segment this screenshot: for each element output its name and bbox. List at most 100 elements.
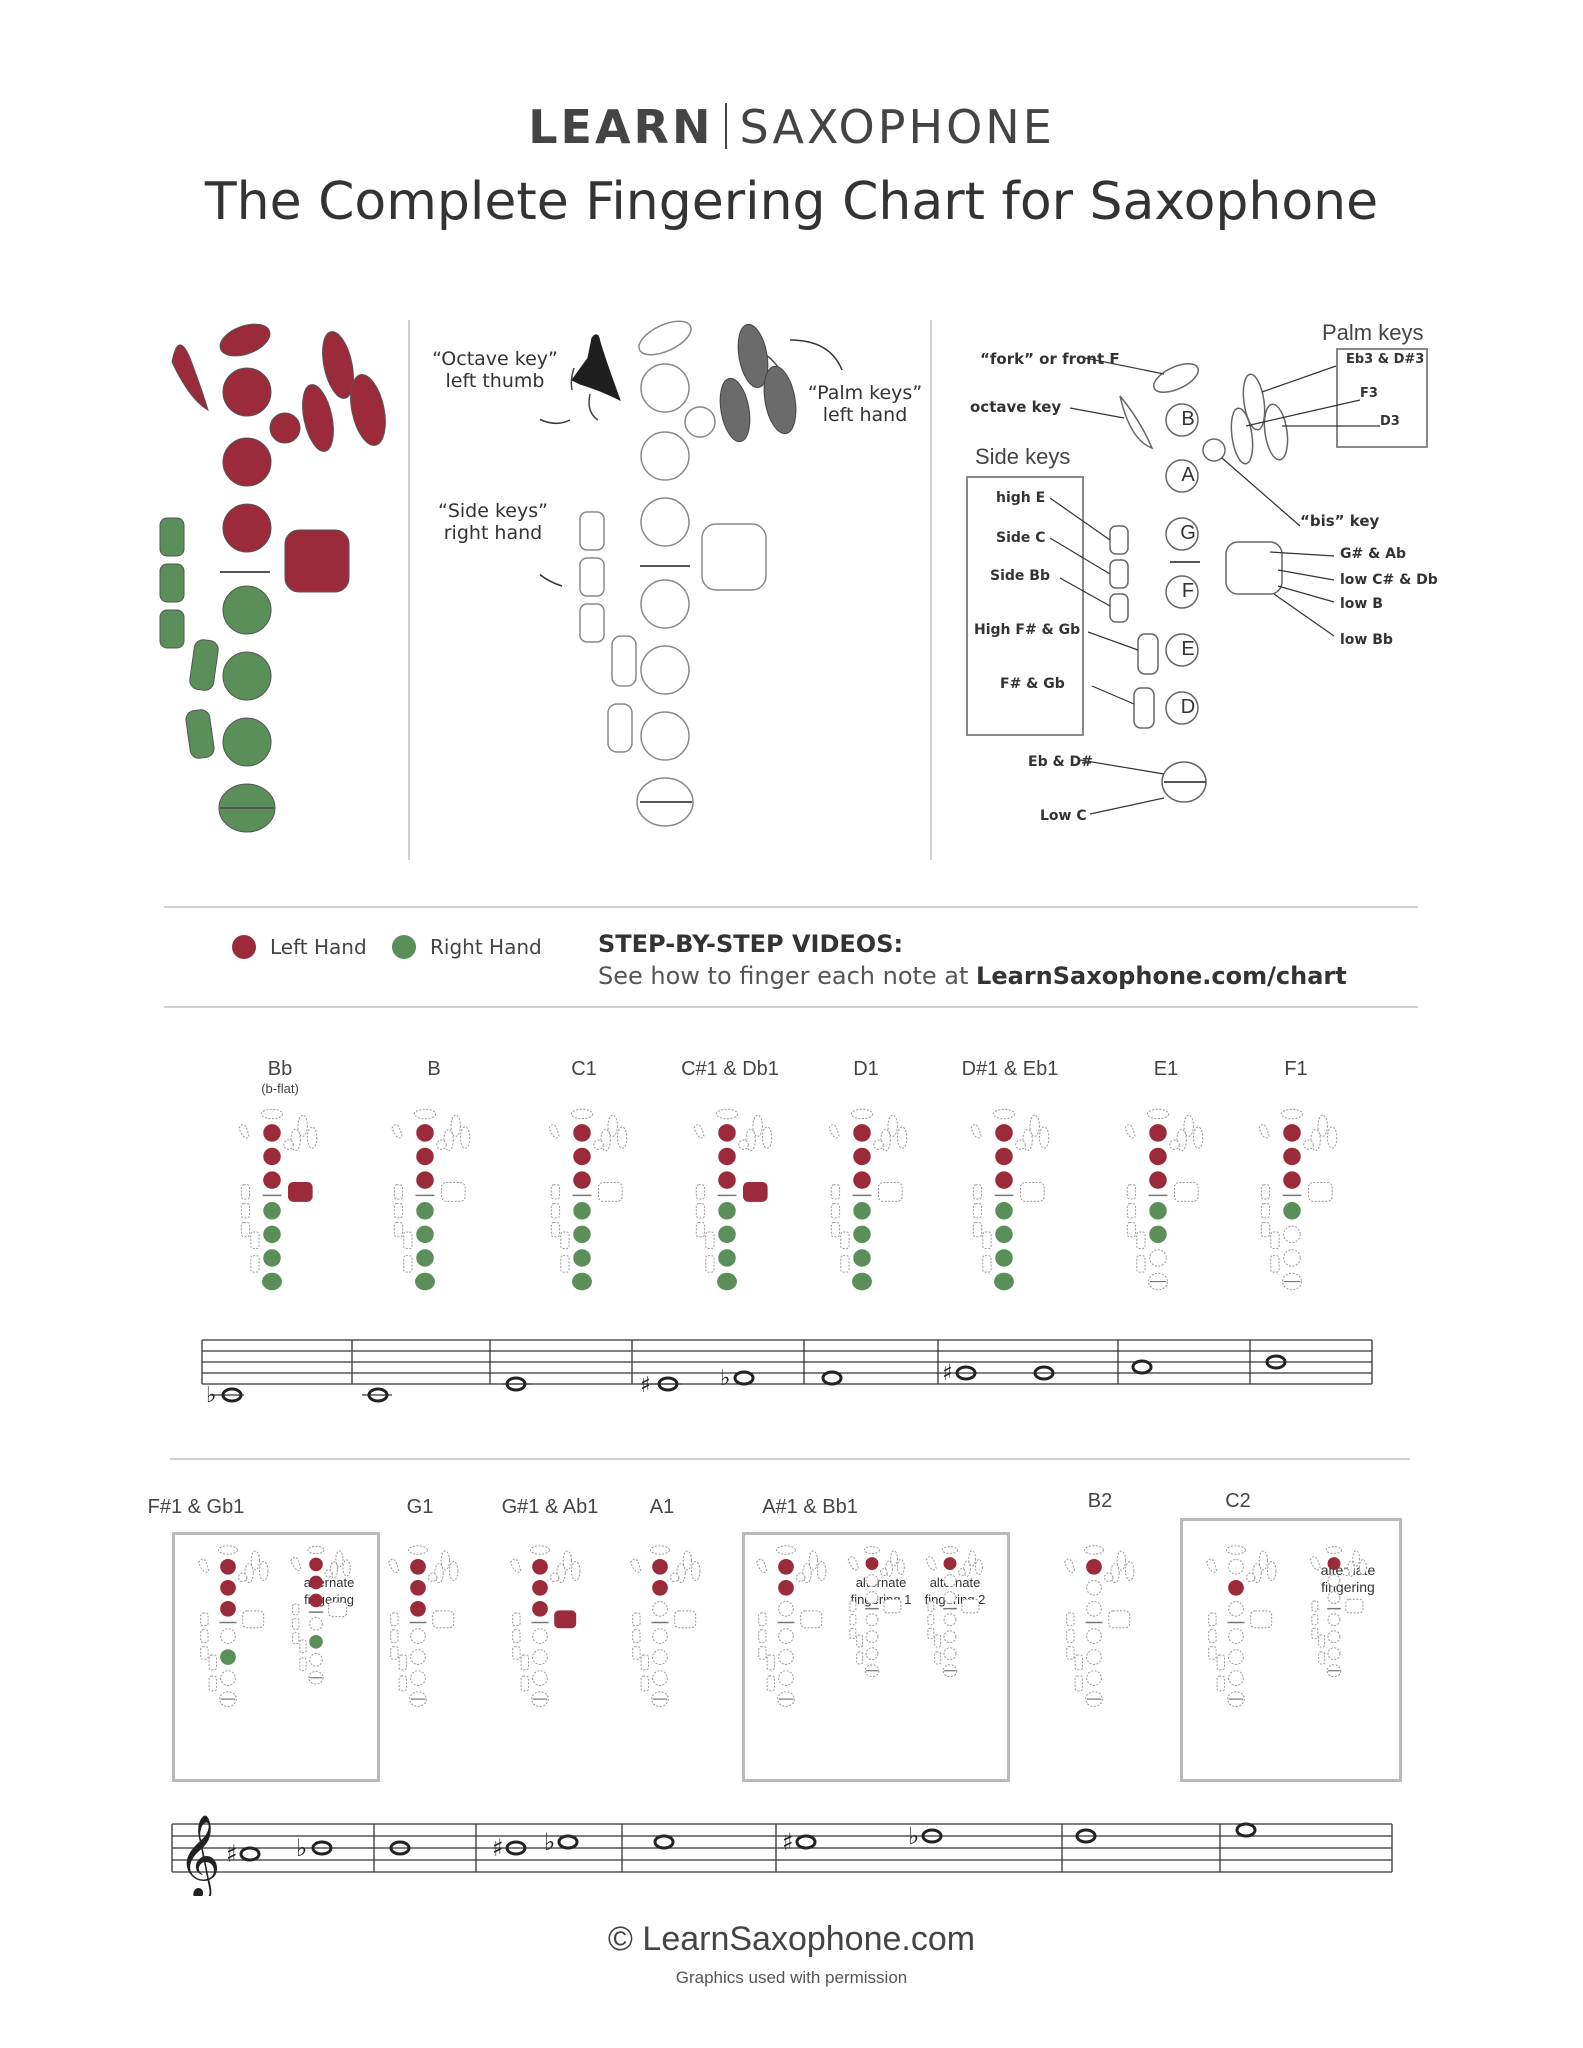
fingering-diagram <box>388 1545 459 1707</box>
octave-key-label: “Octave key” left thumb <box>420 348 570 392</box>
palm-key-shape <box>302 384 334 452</box>
key-b-shape <box>640 363 690 413</box>
videos-link[interactable]: LearnSaxophone.com/chart <box>976 962 1347 990</box>
side-keys-label-text: “Side keys” <box>438 500 548 522</box>
fingering-diagram <box>1206 1545 1277 1707</box>
fingering-diagram <box>847 1546 905 1678</box>
videos-text-lead: See how to finger each note at <box>598 962 977 990</box>
legend-left-hand-label: Left Hand <box>270 935 367 959</box>
fingering-diagram <box>290 1545 351 1685</box>
side-key-shape <box>159 609 185 649</box>
videos-text: See how to finger each note at LearnSaxo… <box>598 962 1347 990</box>
side-key-shape <box>159 517 185 557</box>
label-fork: “fork” or front F <box>980 350 1120 368</box>
key-a-shape <box>1165 459 1199 493</box>
label-high-e: high E <box>996 490 1046 506</box>
right-hand-dot <box>392 935 416 959</box>
palm-key-highlight-shape <box>719 377 751 443</box>
label-f3: F3 <box>1360 386 1378 401</box>
svg-text:♯: ♯ <box>226 1840 238 1868</box>
svg-text:♭: ♭ <box>206 1383 216 1408</box>
note-name-c2: C2 <box>1225 1490 1251 1512</box>
key-letter-b: B <box>1181 408 1195 430</box>
octave-key-label-sub: left thumb <box>445 370 545 392</box>
brand-right: SAXOPHONE <box>739 100 1055 154</box>
key-a-shape <box>222 437 272 487</box>
palm-key-shape <box>1230 407 1254 465</box>
key-f-shape <box>1165 575 1199 609</box>
page-title: The Complete Fingering Chart for Saxopho… <box>204 172 1379 232</box>
diagram-left-colored <box>159 323 386 833</box>
row1-fingerings <box>238 1108 1338 1291</box>
row1-staff: ♭♯♭♯ <box>201 1339 1373 1408</box>
key-a-shape <box>640 431 690 481</box>
note-name-b: B <box>427 1058 441 1080</box>
fingering-diagram <box>1258 1108 1338 1291</box>
high-fs-key-shape <box>611 635 637 687</box>
fingering-diagram <box>510 1545 581 1707</box>
svg-text:♯: ♯ <box>492 1834 504 1862</box>
fingering-diagram <box>548 1108 628 1291</box>
label-eb3: Eb3 & D#3 <box>1346 352 1425 367</box>
svg-text:♭: ♭ <box>544 1828 555 1856</box>
palm-keys-label-sub: left hand <box>822 404 908 426</box>
note-name-gs1: G#1 & Ab1 <box>501 1496 599 1518</box>
octave-key-shape <box>171 344 209 412</box>
palm-key-highlight-shape <box>763 365 797 435</box>
note-name-ds1: D#1 & Eb1 <box>961 1058 1059 1080</box>
permission-note: Graphics used with permission <box>675 1968 908 1987</box>
note-name: Bb <box>267 1058 293 1080</box>
svg-text:♯: ♯ <box>942 1361 953 1386</box>
low-keys-cluster-shape <box>701 523 767 591</box>
key-letter-g: G <box>1180 522 1196 544</box>
side-keys-heading: Side keys <box>975 444 1071 469</box>
divider <box>164 906 1418 908</box>
key-d-shape <box>1165 691 1199 725</box>
note-name-a1: A1 <box>649 1496 675 1518</box>
note-name-bb: Bb(b-flat) <box>210 1058 350 1096</box>
note-subname: (b-flat) <box>261 1081 299 1096</box>
low-keys-cluster-shape <box>284 529 350 593</box>
key-g-shape <box>1165 517 1199 551</box>
fingering-diagram <box>828 1108 908 1291</box>
label-low-bb: low Bb <box>1340 632 1393 648</box>
label-d3: D3 <box>1380 414 1400 429</box>
brand-left: LEARN <box>528 100 714 154</box>
bis-key-shape <box>1202 438 1226 462</box>
alt-box-as1 <box>742 1532 1010 1782</box>
high-e-key-shape <box>1109 525 1129 555</box>
key-letter-e: E <box>1181 638 1195 660</box>
note-name-g1: G1 <box>406 1496 434 1518</box>
key-e-shape <box>640 645 690 695</box>
label-high-fs: High F# & Gb <box>974 622 1081 638</box>
key-d-shape <box>222 717 272 767</box>
key-letter-a: A <box>1181 464 1195 486</box>
legend-right-hand-label: Right Hand <box>430 935 542 959</box>
fingering-diagram <box>391 1108 471 1291</box>
videos-heading: STEP-BY-STEP VIDEOS: <box>598 930 904 958</box>
brand-divider <box>725 103 728 149</box>
bis-key-shape <box>269 412 301 444</box>
palm-keys-box <box>1336 348 1428 448</box>
palm-keys-label-text: “Palm keys” <box>807 382 923 404</box>
fingering-diagram <box>1124 1108 1204 1291</box>
key-e-shape <box>222 651 272 701</box>
diagram-middle-outline <box>540 320 843 827</box>
label-low-b: low B <box>1340 596 1383 612</box>
copyright: © LearnSaxophone.com <box>607 1920 976 1958</box>
octave-key-highlight-shape <box>571 334 621 402</box>
key-f-shape <box>222 585 272 635</box>
key-letter-f: F <box>1181 580 1195 602</box>
fingering-diagram <box>925 1546 983 1678</box>
note-name-b2: B2 <box>1087 1490 1113 1512</box>
note-name-f1: F1 <box>1284 1058 1308 1080</box>
palm-keys-heading: Palm keys <box>1322 320 1424 345</box>
side-keys-label: “Side keys” right hand <box>428 500 558 544</box>
svg-text:♭: ♭ <box>908 1822 919 1850</box>
octave-key-label-text: “Octave key” <box>432 348 558 370</box>
side-c-key-shape <box>1109 559 1129 589</box>
svg-text:♯: ♯ <box>640 1373 651 1398</box>
label-side-bb: Side Bb <box>990 568 1050 584</box>
note-name-as1: A#1 & Bb1 <box>762 1496 858 1518</box>
divider <box>408 320 410 860</box>
